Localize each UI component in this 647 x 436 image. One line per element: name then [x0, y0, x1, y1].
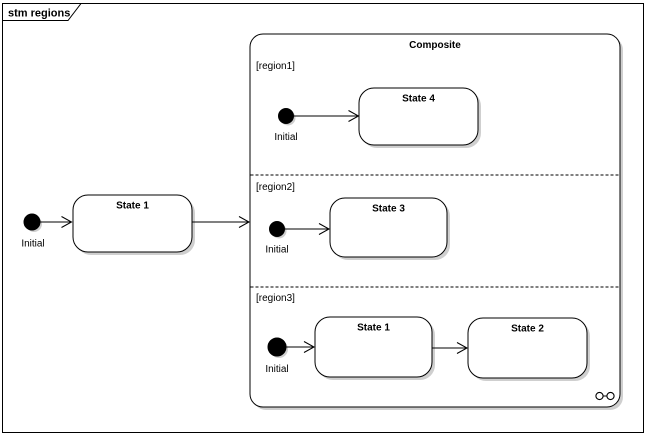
region2-label: [region2] [256, 182, 295, 193]
arrowhead-icon [238, 216, 251, 228]
frame-title: stm regions [8, 8, 70, 20]
state2-node[interactable] [467, 317, 588, 379]
outer-initial-node[interactable] [23, 213, 41, 231]
region3-label: [region3] [256, 293, 295, 304]
arrowhead-icon [456, 342, 469, 354]
region2-initial-node[interactable] [269, 221, 285, 237]
region3-state1-node[interactable] [314, 316, 433, 378]
infinity-icon-left-loop [595, 391, 604, 401]
region3-initial-label: Initial [265, 364, 288, 375]
region3-initial-node[interactable] [267, 337, 287, 357]
infinity-icon [595, 391, 615, 401]
state3-node[interactable] [329, 197, 448, 258]
outer-state1-title: State 1 [116, 201, 149, 212]
state4-title: State 4 [402, 94, 435, 105]
region1-label: [region1] [256, 61, 295, 72]
state3-title: State 3 [372, 204, 405, 215]
composite-state-title: Composite [409, 40, 461, 51]
region1-initial-label: Initial [274, 132, 297, 143]
region2-initial-label: Initial [265, 245, 288, 256]
arrowhead-icon [61, 216, 73, 228]
region1-initial-node[interactable] [278, 108, 294, 124]
infinity-icon-right-loop [606, 391, 615, 401]
arrowhead-icon [318, 223, 331, 235]
transition-region3-initial-to-state1[interactable] [286, 341, 316, 353]
arrowhead-icon [303, 341, 316, 353]
outer-initial-label: Initial [21, 239, 44, 250]
state2-title: State 2 [511, 324, 544, 335]
transition-outer-initial-to-state1[interactable] [40, 216, 73, 228]
outer-state1-node[interactable] [72, 194, 193, 253]
transition-state1-to-composite[interactable] [192, 216, 251, 228]
transition-region2-initial-to-state3[interactable] [284, 223, 331, 235]
state4-node[interactable] [358, 87, 479, 146]
frame-tab [2, 3, 83, 21]
region3-state1-title: State 1 [357, 323, 390, 334]
transition-region3-state1-to-state2[interactable] [432, 342, 469, 354]
